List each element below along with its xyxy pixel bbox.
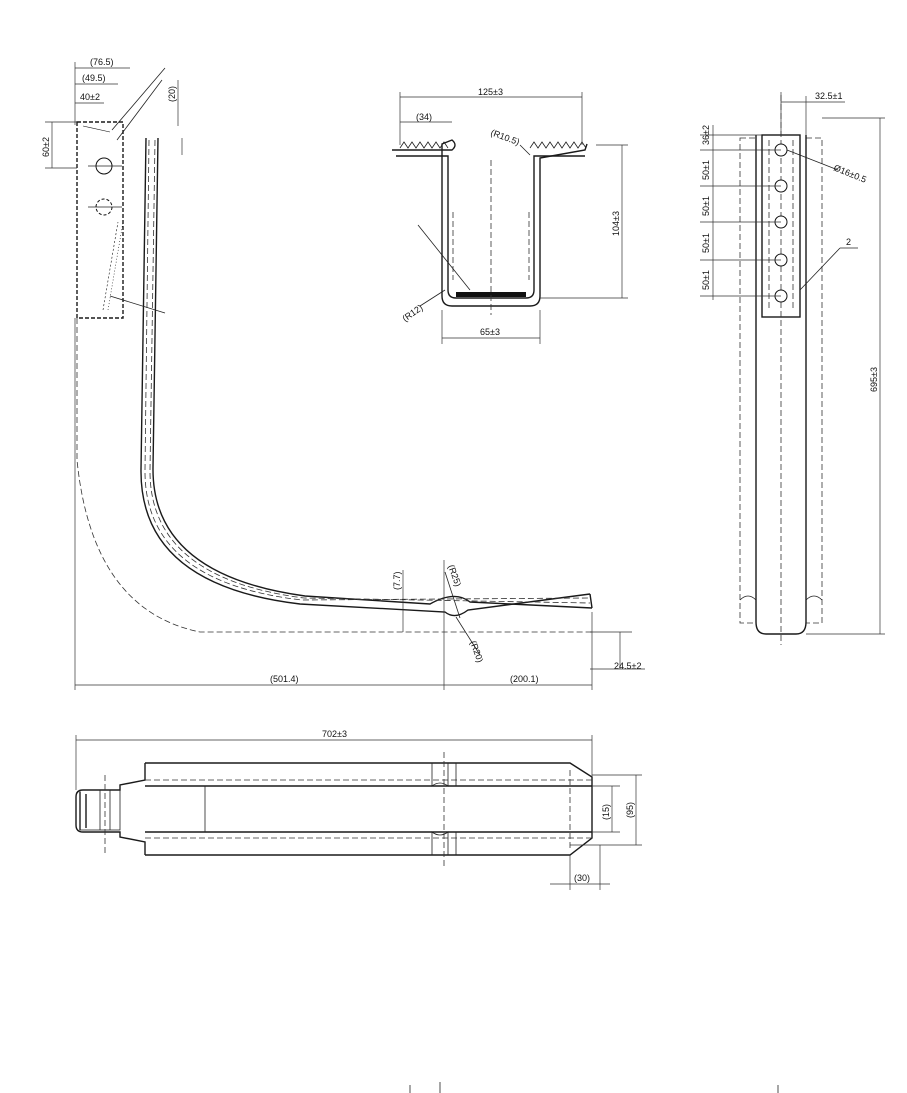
arm-outer (140, 137, 591, 617)
front-outer-left (739, 137, 757, 624)
bottom-weld (456, 292, 526, 297)
dim-49-5: (49.5) (82, 73, 106, 83)
dim-dia16: Ø16±0.5 (832, 163, 868, 185)
arm-envelope (76, 318, 592, 633)
dim-30: (30) (574, 873, 590, 883)
dim-702: 702±3 (322, 729, 347, 739)
dim-50-c: 50±1 (701, 233, 711, 253)
top-view (75, 752, 593, 866)
dim-32-5: 32.5±1 (815, 91, 842, 101)
dim-34: (34) (416, 112, 432, 122)
dim-200-1: (200.1) (510, 674, 539, 684)
dim-125: 125±3 (478, 87, 503, 97)
dim-40: 40±2 (80, 92, 100, 102)
right-flange-teeth (529, 141, 587, 149)
callout-2: 2 (846, 237, 851, 247)
left-flange-teeth (399, 141, 449, 149)
dim-501-4: (501.4) (270, 674, 299, 684)
cross-section (392, 139, 588, 315)
dim-7-7: (7.7) (392, 571, 402, 590)
dim-50-a: 50±1 (701, 160, 711, 180)
front-body (755, 135, 807, 635)
dim-695: 695±3 (869, 367, 879, 392)
dim-20: (20) (167, 86, 177, 102)
u-channel-inner (396, 155, 585, 299)
u-channel-outer (392, 139, 588, 307)
dim-50-d: 50±1 (701, 270, 711, 290)
dim-15: (15) (601, 804, 611, 820)
dim-60: 60±2 (41, 137, 51, 157)
dim-50-b: 50±1 (701, 196, 711, 216)
dim-104: 104±3 (611, 211, 621, 236)
side-view-dimensions: (76.5) (49.5) 40±2 (20) 60±2 (501.4) (20… (41, 57, 645, 690)
dim-36: 36±2 (701, 125, 711, 145)
dim-r12: (R12) (400, 303, 424, 324)
dim-95: (95) (625, 802, 635, 818)
side-plate (76, 121, 124, 319)
arm-inner (152, 137, 593, 609)
top-outline (75, 762, 593, 856)
dim-r10-5: (R10.5) (489, 127, 521, 147)
edge-marks (409, 1082, 779, 1093)
top-view-dimensions: 702±3 (15) (95) (30) (75, 729, 642, 890)
front-outer-right (805, 137, 823, 624)
weld-seam (102, 221, 119, 311)
dim-76-5: (76.5) (90, 57, 114, 67)
front-view (739, 95, 823, 645)
top-notch (431, 763, 457, 855)
side-view (76, 67, 593, 633)
dim-r20: (R20) (468, 639, 485, 664)
dim-65: 65±3 (480, 327, 500, 337)
dim-24-5: 24.5±2 (614, 661, 641, 671)
front-view-dimensions: 32.5±1 36±2 50±1 50±1 50±1 50±1 Ø16±0.5 … (700, 91, 885, 635)
